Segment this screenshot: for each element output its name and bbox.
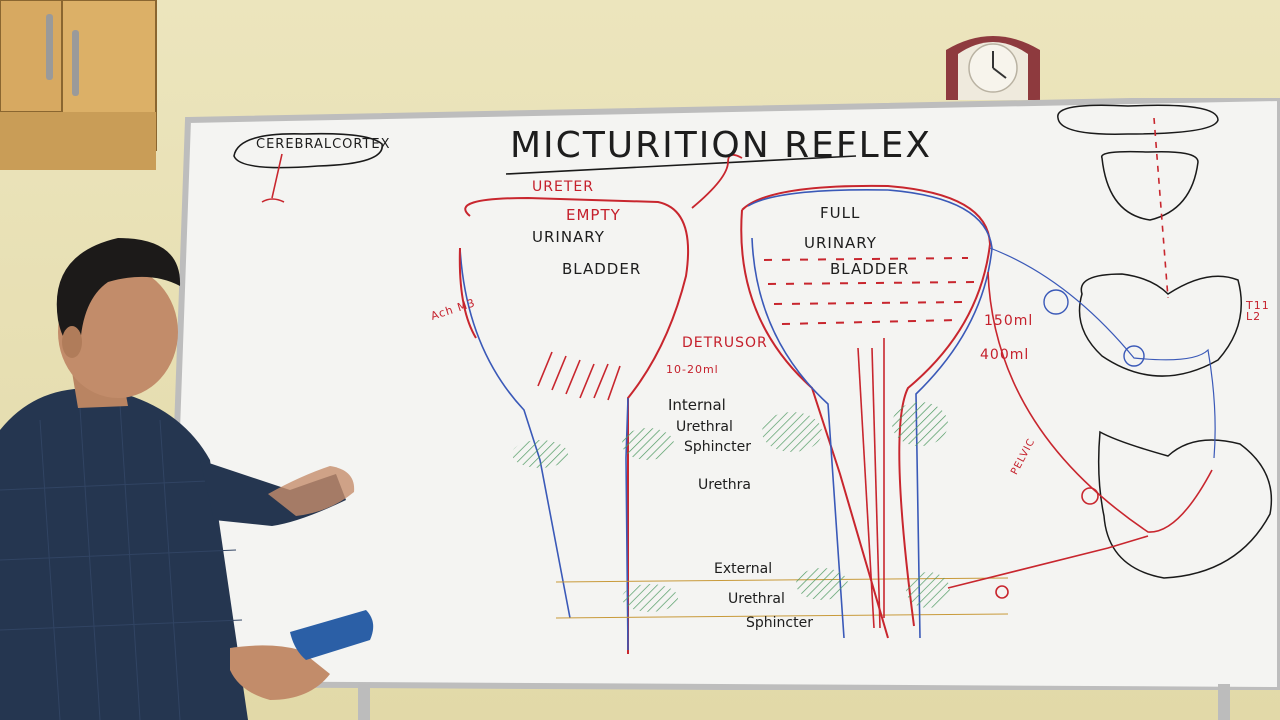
external-sphincter-label: Sphincter xyxy=(746,615,813,631)
empty-bladder-label: BLADDER xyxy=(562,260,642,278)
external-label: External xyxy=(714,561,773,577)
empty-urinary-label: URINARY xyxy=(532,228,605,246)
board-stand-right xyxy=(1218,684,1230,720)
internal-sphincter-label: Sphincter xyxy=(684,439,751,455)
detrusor-label: DETRUSOR xyxy=(682,335,768,351)
volume-400-label: 400ml xyxy=(980,347,1030,363)
cerebral-cortex-label: CEREBRALCORTEX xyxy=(256,137,391,152)
presenter xyxy=(0,238,374,720)
volume-low-label: 10-20ml xyxy=(666,363,719,376)
full-bladder-label: BLADDER xyxy=(830,260,910,278)
internal-label: Internal xyxy=(668,396,726,414)
external-urethral-label: Urethral xyxy=(728,591,785,607)
whiteboard xyxy=(168,98,1280,690)
full-label: FULL xyxy=(820,204,861,222)
board-stand-left xyxy=(358,684,370,720)
urethra-label: Urethra xyxy=(698,477,752,493)
title-text: MICTURITION REFLEX xyxy=(510,125,933,166)
wall-cabinet xyxy=(0,0,157,170)
wall-clock xyxy=(946,36,1040,100)
ureter-label: URETER xyxy=(532,179,594,195)
internal-urethral-label: Urethral xyxy=(676,419,733,435)
empty-label: EMPTY xyxy=(566,206,621,224)
volume-150-label: 150ml xyxy=(984,313,1034,329)
full-urinary-label: URINARY xyxy=(804,234,877,252)
t11-l2-label: T11 L2 xyxy=(1246,299,1270,323)
